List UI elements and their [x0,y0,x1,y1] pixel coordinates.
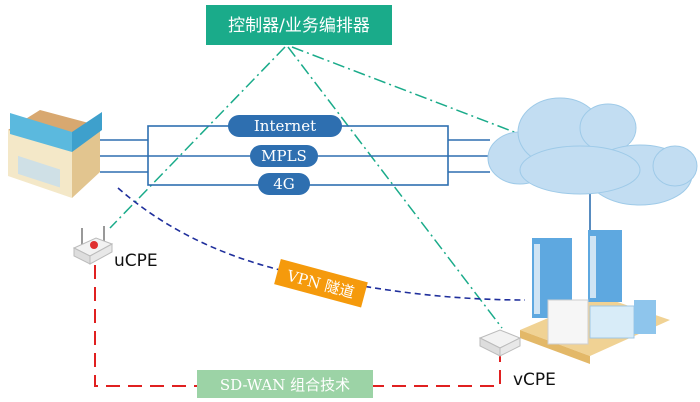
sdwan-dashed-path [94,265,501,387]
controller-label: 控制器/业务编排器 [228,16,370,36]
vcpe-router-icon [478,329,522,357]
sdwan-label-box: SD-WAN 组合技术 [197,370,373,398]
link-pill-internet: Internet [228,115,342,137]
link-label-internet: Internet [254,117,316,135]
link-pill-4g: 4G [258,173,310,195]
enterprise-datacenter-icon [520,230,670,364]
link-pill-mpls: MPLS [250,145,318,167]
ucpe-router-icon [72,226,114,265]
controller-connection-lines [109,46,536,329]
link-label-mpls: MPLS [261,147,307,165]
vpn-tunnel-label-box: VPN 隧道 [274,259,368,308]
controller-to-ucpe-line [109,46,286,229]
controller-to-vcpe-line [287,46,503,329]
branch-store-icon [8,110,102,198]
vcpe-label: vCPE [513,370,556,390]
ucpe-label: uCPE [114,251,158,271]
cloud-icon [487,97,698,206]
sdwan-label: SD-WAN 组合技术 [220,376,350,394]
link-label-4g: 4G [273,175,295,193]
controller-box: 控制器/业务编排器 [206,5,392,45]
